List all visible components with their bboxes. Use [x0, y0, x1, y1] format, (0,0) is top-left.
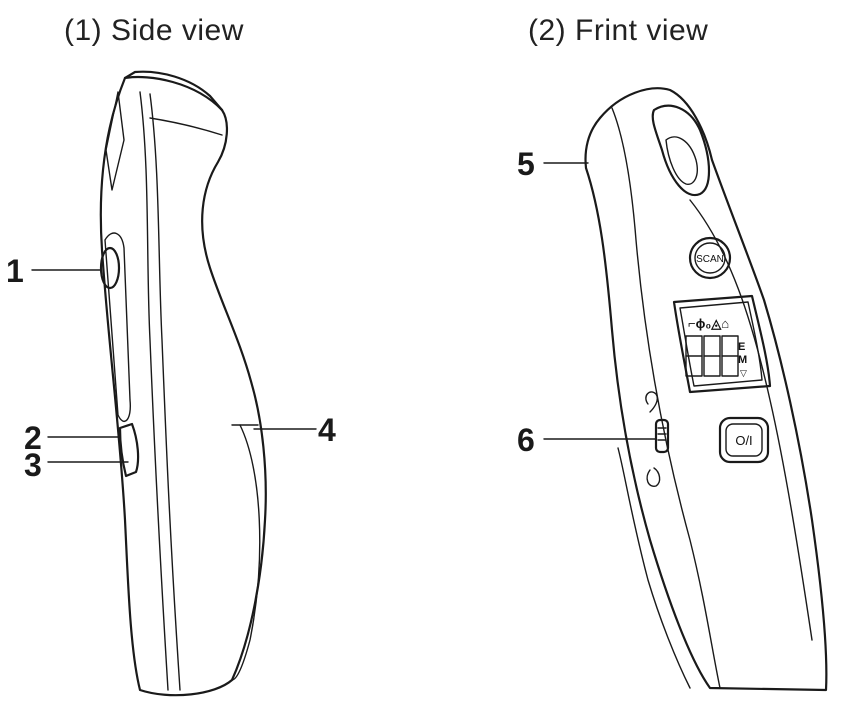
front-battery-seam	[617, 447, 691, 689]
callout-3: 3	[24, 447, 42, 483]
callout-2: 2	[24, 420, 42, 456]
scan-button-label: SCAN	[696, 254, 724, 265]
front-inner-edge-right	[689, 199, 813, 641]
side-button-2-3	[118, 422, 140, 478]
side-battery-cover	[231, 424, 261, 681]
ear-icon	[645, 391, 659, 413]
power-button-label: O/I	[735, 433, 752, 448]
side-body-outline	[99, 75, 267, 697]
mode-switch	[645, 391, 670, 487]
front-view-device: SCAN ⌐ϕ₀◬⌂ E M ▽ O/I	[517, 87, 828, 692]
lcd-letter-e: E	[738, 341, 745, 353]
callout-4: 4	[318, 412, 336, 448]
forehead-icon	[646, 467, 661, 487]
side-probe-cap	[105, 91, 125, 191]
side-button-panel	[104, 232, 132, 422]
lcd-letter-m: M	[738, 354, 747, 366]
front-view-title: (2) Frint view	[528, 14, 709, 47]
front-body-outline	[584, 87, 828, 692]
side-inner-seam-2	[139, 91, 169, 691]
side-inner-seam	[149, 93, 181, 691]
callout-5: 5	[517, 146, 535, 182]
front-probe-head	[651, 104, 710, 197]
front-probe-tip	[665, 136, 698, 185]
side-probe-head	[123, 70, 224, 112]
power-button: O/I	[718, 416, 770, 464]
scan-button: SCAN	[688, 236, 732, 280]
side-view-title: (1) Side view	[64, 14, 244, 47]
side-view-device: 1 2 3 4	[6, 70, 336, 697]
front-inner-edge-left	[611, 107, 721, 689]
side-button-1	[99, 246, 121, 290]
callout-6: 6	[517, 422, 535, 458]
lcd-display: ⌐ϕ₀◬⌂ E M ▽	[672, 294, 772, 394]
callout-1: 1	[6, 253, 24, 289]
lcd-icon-row: ⌐ϕ₀◬⌂	[688, 316, 729, 331]
lcd-arrow-icon: ▽	[740, 368, 747, 378]
side-probe-ring	[149, 117, 223, 136]
